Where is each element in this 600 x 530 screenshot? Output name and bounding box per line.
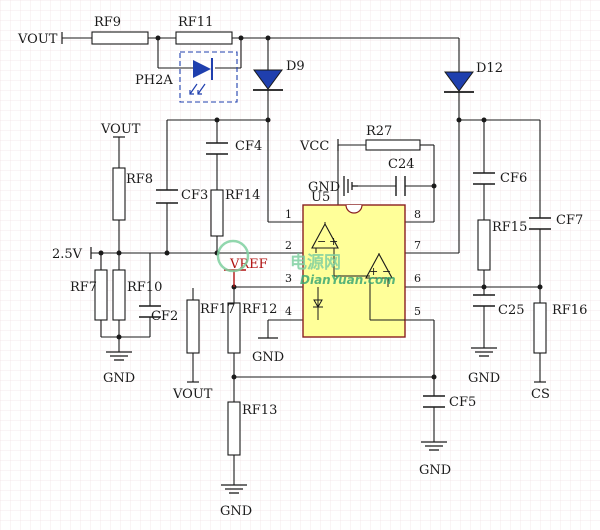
ground-symbol-left (106, 351, 132, 361)
resistor-rf16 (533, 302, 547, 354)
net-vout-top: VOUT (100, 122, 141, 137)
pin-7: 7 (414, 239, 421, 252)
label-rf14: RF14 (225, 188, 260, 203)
resistor-rf14 (210, 189, 224, 237)
pin-3: 3 (285, 272, 292, 285)
label-c25: C25 (498, 303, 525, 318)
ground-symbol-c25 (471, 347, 497, 357)
pin-2: 2 (285, 239, 292, 252)
capacitor-cf3 (156, 189, 178, 204)
label-d9: D9 (286, 59, 305, 74)
optocoupler-ph2a (179, 51, 238, 103)
label-u5: U5 (311, 190, 330, 205)
pin-1: 1 (285, 208, 292, 221)
net-2v5: 2.5V (52, 247, 83, 262)
resistor-rf12 (227, 302, 241, 354)
svg-text:+: + (369, 265, 378, 278)
resistor-rf8 (112, 167, 126, 221)
label-d12: D12 (476, 61, 503, 76)
net-labels: VOUT VOUT VOUT VCC 2.5V VREF CS GND GND … (17, 32, 550, 519)
label-rf12: RF12 (242, 302, 277, 317)
pin-8: 8 (414, 208, 421, 221)
diode-d12 (444, 71, 474, 93)
capacitor-c25 (473, 294, 495, 307)
ic-u5: − + + − (302, 204, 406, 338)
resistor-rf9 (91, 31, 149, 45)
net-vout-left: VOUT (17, 32, 58, 47)
net-vcc: VCC (299, 139, 329, 154)
net-gnd-pin4: GND (252, 350, 284, 365)
resistor-rf17 (186, 299, 200, 354)
resistor-rf13 (227, 401, 241, 456)
svg-text:−: − (317, 235, 326, 248)
label-rf15: RF15 (492, 220, 527, 235)
label-rf9: RF9 (94, 15, 121, 30)
ground-symbol-cf5 (421, 441, 447, 451)
label-ph2a: PH2A (135, 73, 173, 88)
label-rf17: RF17 (200, 302, 235, 317)
net-gnd-left: GND (103, 371, 135, 386)
svg-text:+: + (329, 235, 338, 248)
pin-4: 4 (285, 305, 292, 318)
label-cf6: CF6 (500, 171, 527, 186)
net-cs: CS (531, 387, 550, 402)
ground-symbol-rf13 (221, 484, 247, 494)
label-cf2: CF2 (151, 309, 178, 324)
pin-numbers: 1 2 3 4 5 6 7 8 (285, 208, 421, 318)
label-rf7: RF7 (70, 280, 97, 295)
resistor-r27 (365, 139, 421, 151)
pin-5: 5 (414, 305, 421, 318)
capacitor-cf2 (139, 305, 161, 318)
ground-symbol-u5 (343, 176, 358, 196)
resistor-rf15 (477, 219, 491, 271)
label-r27: R27 (366, 124, 392, 139)
label-cf7: CF7 (556, 213, 583, 228)
component-labels: RF9 RF11 PH2A D9 D12 RF8 RF7 RF10 CF2 CF… (70, 15, 587, 418)
capacitor-c24 (395, 176, 406, 196)
resistor-rf7 (94, 269, 108, 321)
net-vout-bottom: VOUT (172, 387, 213, 402)
label-rf16: RF16 (552, 303, 587, 318)
svg-text:−: − (382, 265, 391, 278)
resistor-rf11 (175, 31, 233, 45)
capacitor-cf4 (206, 142, 228, 155)
label-c24: C24 (388, 157, 415, 172)
capacitor-cf7 (529, 217, 551, 230)
junction-dots (98, 35, 543, 380)
pin-6: 6 (414, 272, 421, 285)
label-cf4: CF4 (235, 139, 262, 154)
net-gnd-cf5: GND (419, 463, 451, 478)
net-vref: VREF (229, 257, 268, 272)
watermark-cn: 电源网 (290, 252, 341, 273)
label-cf5: CF5 (449, 395, 476, 410)
watermark-url: DianYuan.com (300, 273, 396, 287)
watermark-logo-icon (216, 239, 250, 273)
net-gnd-u5: GND (308, 180, 340, 195)
net-gnd-c25: GND (468, 371, 500, 386)
capacitor-cf6 (473, 172, 495, 185)
capacitor-cf5 (423, 395, 445, 408)
label-rf11: RF11 (178, 15, 213, 30)
watermark: 电源网 DianYuan.com (216, 239, 396, 287)
diode-d9 (253, 69, 283, 91)
label-rf8: RF8 (126, 172, 153, 187)
resistor-rf10 (112, 269, 126, 321)
label-cf3: CF3 (181, 188, 208, 203)
label-rf10: RF10 (127, 280, 162, 295)
net-gnd-rf13: GND (220, 504, 252, 519)
label-rf13: RF13 (242, 403, 277, 418)
